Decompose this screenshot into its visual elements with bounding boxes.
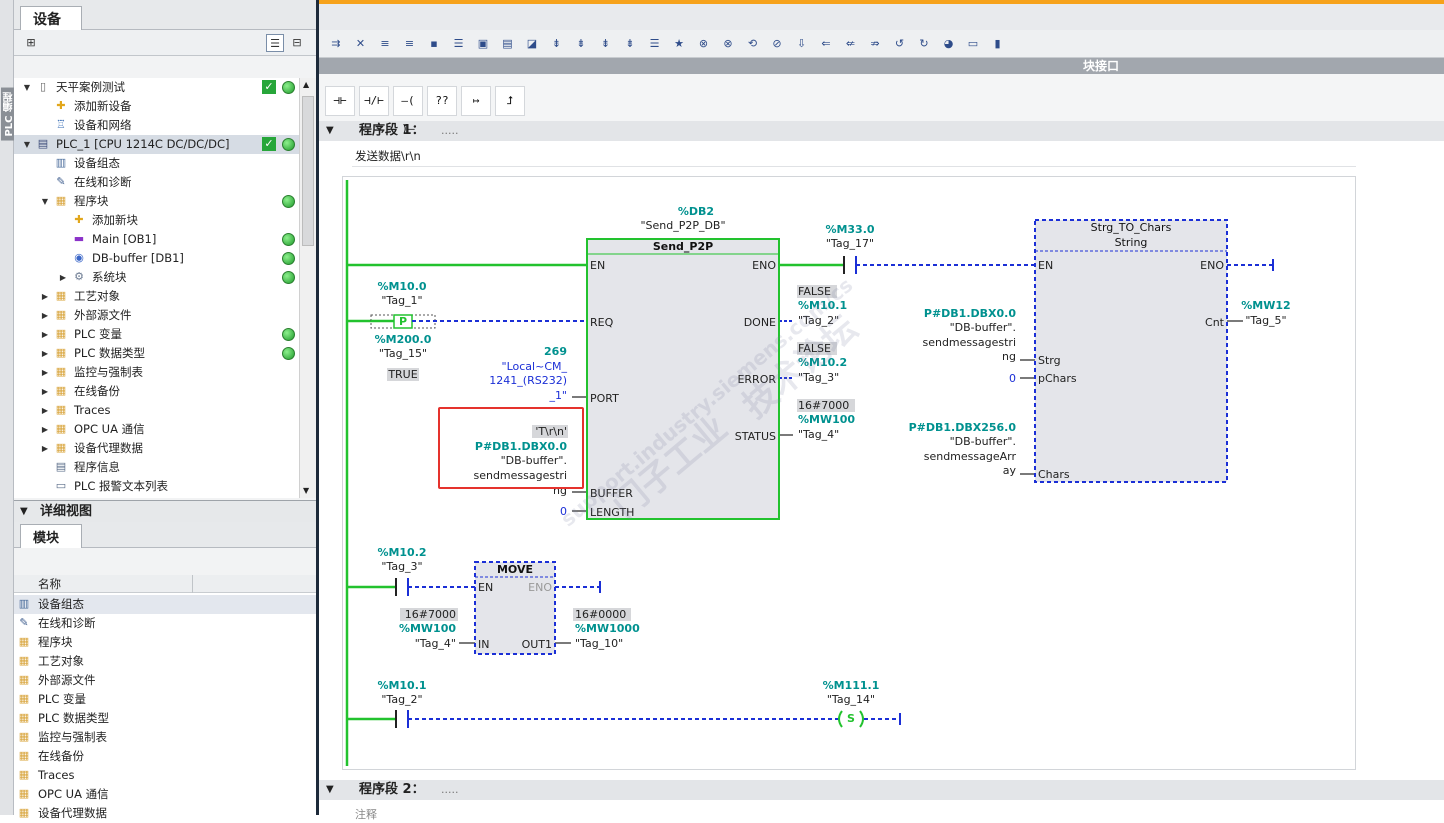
ladder-label-rung3-contact-tag: "Tag_2": [302, 693, 502, 706]
network-2-comment[interactable]: 注释: [355, 806, 377, 822]
ladder-label-move-out-val: 16#0000: [575, 608, 626, 621]
ladder-label-send-len-val: 0: [367, 505, 567, 518]
ladder-label-strg-chars-line3: ay: [816, 464, 1016, 477]
ladder-label-move-ENO: ENO: [352, 581, 552, 594]
ladder-label-strg-chars-line2: sendmessageArr: [816, 450, 1016, 463]
ladder-label-strg-chars-addr: P#DB1.DBX256.0: [816, 421, 1016, 434]
ladder-tool-button[interactable]: ⮥: [495, 86, 525, 116]
ladder-label-send-req-tag: "Tag_1": [302, 294, 502, 307]
network-2-title-placeholder[interactable]: .....: [441, 780, 458, 800]
ladder-tool-button[interactable]: ??: [427, 86, 457, 116]
ladder-label-strg-sub: String: [1031, 236, 1231, 249]
ladder-label-send-DONE: DONE: [576, 316, 776, 329]
ladder-label-send-edge: P: [303, 315, 503, 328]
ladder-label-send-port-line2: 1241_(RS232): [367, 374, 567, 387]
ladder-label-strg-Strg: Strg: [1038, 354, 1061, 367]
ladder-label-send-req-addr: %M10.0: [302, 280, 502, 293]
ladder-label-strg-chars-line1: "DB-buffer".: [816, 435, 1016, 448]
ladder-label-strg-ENO: ENO: [1024, 259, 1224, 272]
ladder-tool-button[interactable]: ⊣/⊢: [359, 86, 389, 116]
ladder-label-send-port-val: 269: [367, 345, 567, 358]
ladder-label-send-PORT: PORT: [590, 392, 619, 405]
ladder-label-strg-pchars-val: 0: [816, 372, 1016, 385]
ladder-label-move-out-tag: "Tag_10": [575, 637, 623, 650]
ladder-label-move-contact-tag: "Tag_3": [302, 560, 502, 573]
network-2-title: 程序段 2：: [359, 780, 425, 800]
ladder-label-move-out-addr: %MW1000: [575, 622, 640, 635]
ladder-label-send-db-addr: %DB2: [596, 205, 796, 218]
ladder-label-move-contact-addr: %M10.2: [302, 546, 502, 559]
ladder-label-rung3-contact-addr: %M10.1: [302, 679, 502, 692]
ladder-label-rung3-coil-tag: "Tag_14": [751, 693, 951, 706]
ladder-label-strg-title: Strg_TO_Chars: [1031, 221, 1231, 234]
ladder-label-move-in-val: 16#7000: [256, 608, 456, 621]
ladder-label-strg-cnt-tag: "Tag_5": [1166, 314, 1366, 327]
ladder-label-move-in-tag: "Tag_4": [256, 637, 456, 650]
ladder-label-strg-cnt-addr: %MW12: [1166, 299, 1366, 312]
ladder-label-rung3-coil: S: [751, 712, 951, 725]
ladder-tool-button[interactable]: ⊣⊢: [325, 86, 355, 116]
collapse-icon[interactable]: ▼: [326, 780, 334, 800]
network-2-header[interactable]: ▼ 程序段 2：.....: [319, 780, 1444, 800]
ladder-label-strg-pChars: pChars: [1038, 372, 1077, 385]
ladder-label-send-port-line1: "Local~CM_: [367, 360, 567, 373]
highlight-box: [438, 407, 584, 489]
ladder-tool-button[interactable]: –( )–: [393, 86, 423, 116]
ladder-label-strg-Chars: Chars: [1038, 468, 1070, 481]
ladder-label-send-eno-tag: "Tag_17": [750, 237, 950, 250]
ladder-label-rung3-coil-addr: %M111.1: [751, 679, 951, 692]
ladder-label-send-stat-val: 16#7000: [798, 399, 849, 412]
ladder-tool-button[interactable]: ↦: [461, 86, 491, 116]
ladder-label-send-eno-addr: %M33.0: [750, 223, 950, 236]
ladder-label-move-in-addr: %MW100: [256, 622, 456, 635]
ladder-label-send-port-line3: _1": [367, 389, 567, 402]
ladder-label-send-ENO: ENO: [576, 259, 776, 272]
